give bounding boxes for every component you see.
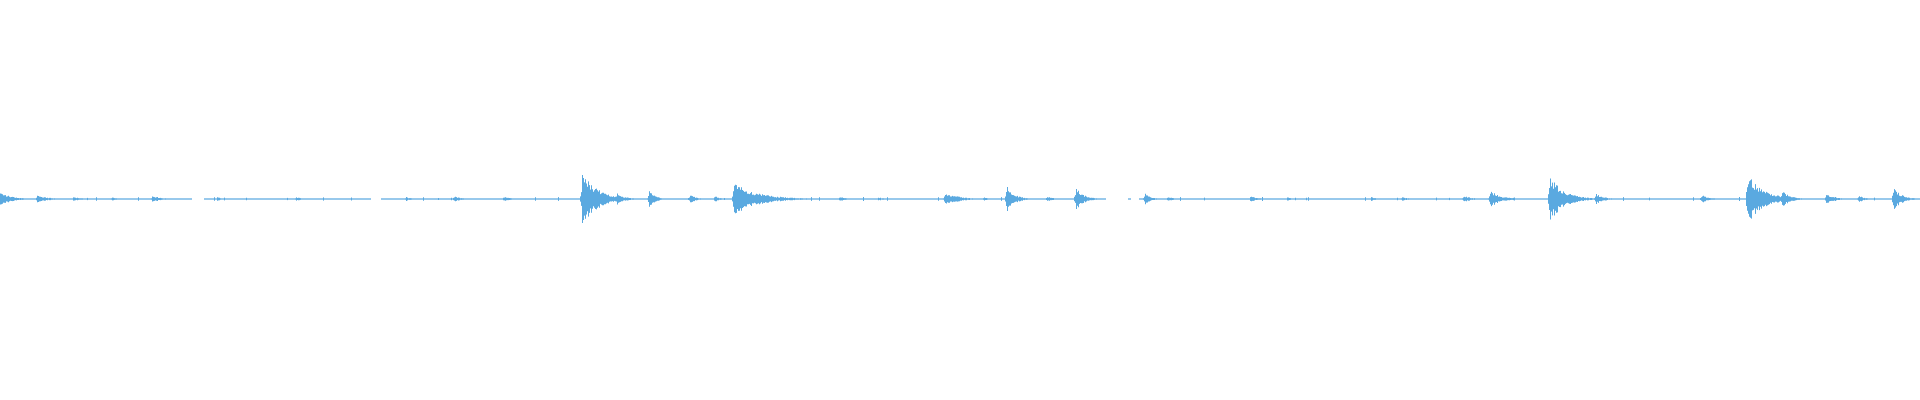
waveform-samples (0, 175, 1920, 223)
